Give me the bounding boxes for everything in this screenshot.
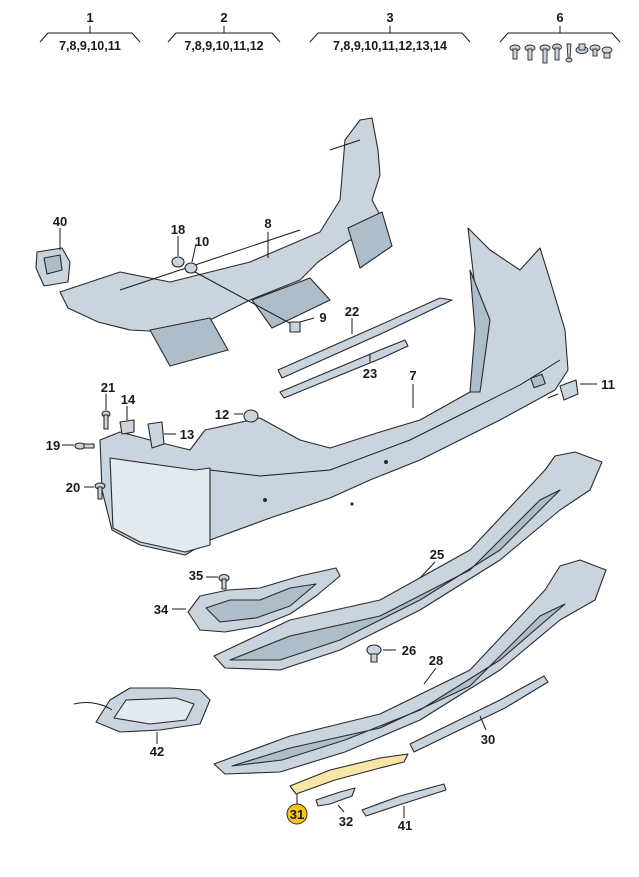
callout-35: 35 — [189, 568, 203, 583]
clip-icon — [565, 43, 573, 63]
callout-41: 41 — [398, 818, 412, 833]
bolt-icon — [552, 43, 562, 61]
callout-40: 40 — [53, 214, 67, 229]
kit-bracket — [39, 26, 141, 43]
part-40-bracket[interactable]: 40 — [35, 214, 71, 287]
nut-icon — [575, 43, 589, 54]
callout-25: 25 — [430, 547, 444, 562]
callout-8: 8 — [264, 216, 271, 231]
part-26-clip[interactable]: 26 — [366, 643, 416, 663]
callout-20: 20 — [66, 480, 80, 495]
callout-23: 23 — [363, 366, 377, 381]
callout-14: 14 — [121, 392, 136, 407]
part-42-exhaust-trim[interactable]: 42 — [73, 687, 211, 759]
callout-30: 30 — [481, 732, 495, 747]
part-12-grommet[interactable]: 12 — [215, 407, 259, 423]
callout-12: 12 — [215, 407, 229, 422]
callout-18: 18 — [171, 222, 185, 237]
callout-31: 31 — [290, 807, 304, 822]
callout-11: 11 — [601, 377, 615, 392]
callout-42: 42 — [150, 744, 164, 759]
part-9-clip[interactable]: 9 — [194, 271, 327, 333]
part-8-impact-carrier[interactable]: 8 — [59, 117, 393, 367]
callout-21: 21 — [101, 380, 115, 395]
part-7-bumper-cover[interactable]: 7 — [99, 227, 569, 556]
part-14-clip[interactable]: 14 — [119, 392, 136, 435]
screw-icon — [524, 44, 536, 61]
header-kit-3[interactable]: 3 7,8,9,10,11,12,13,14 — [309, 10, 471, 53]
nut-icon — [601, 46, 613, 59]
kit-number: 1 — [86, 10, 93, 25]
part-20-screw[interactable]: 20 — [66, 480, 106, 500]
part-35-screw[interactable]: 35 — [189, 568, 230, 590]
header-kit-6[interactable]: 6 — [499, 10, 621, 64]
part-22-seal-strip[interactable]: 22 — [277, 297, 453, 379]
part-23-trim-strip[interactable]: 23 — [279, 339, 409, 399]
screw-icon — [539, 44, 551, 64]
callout-34: 34 — [154, 602, 169, 617]
fastener-icons — [509, 43, 613, 64]
kit-number: 2 — [220, 10, 227, 25]
kit-number: 6 — [556, 10, 563, 25]
callout-9: 9 — [319, 310, 326, 325]
part-41-trim[interactable]: 41 — [361, 783, 447, 833]
header-kit-2[interactable]: 2 7,8,9,10,11,12 — [167, 10, 281, 53]
kit-contents: 7,8,9,10,11,12 — [184, 39, 263, 53]
part-10-grommet[interactable]: 10 — [184, 234, 209, 274]
kit-bracket — [499, 26, 621, 43]
rivet-icon — [589, 44, 601, 57]
callout-22: 22 — [345, 304, 359, 319]
bolt-icon — [509, 44, 521, 60]
part-25-diffuser[interactable]: 25 — [213, 451, 603, 671]
kit-bracket — [167, 26, 281, 43]
callout-19: 19 — [46, 438, 60, 453]
part-13-bracket[interactable]: 13 — [147, 421, 194, 449]
highlight-badge — [286, 803, 308, 825]
part-30-trim-strip[interactable]: 30 — [409, 675, 549, 753]
part-31-reinforcement[interactable]: 31 — [286, 753, 409, 825]
callout-7: 7 — [409, 368, 416, 383]
part-34-bracket[interactable]: 34 — [154, 567, 341, 633]
header-kit-1[interactable]: 1 7,8,9,10,11 — [39, 10, 141, 53]
part-21-bolt[interactable]: 21 — [101, 380, 115, 430]
kit-contents: 7,8,9,10,11,12,13,14 — [333, 39, 447, 53]
part-19-screw[interactable]: 19 — [46, 438, 95, 453]
kit-contents: 7,8,9,10,11 — [59, 39, 121, 53]
callout-32: 32 — [339, 814, 353, 829]
callout-26: 26 — [402, 643, 416, 658]
callout-10: 10 — [195, 234, 209, 249]
part-18-nut[interactable]: 18 — [171, 222, 185, 268]
callout-13: 13 — [180, 427, 194, 442]
kit-number: 3 — [386, 10, 393, 25]
part-32-bracket[interactable]: 32 — [315, 787, 356, 829]
callout-28: 28 — [429, 653, 443, 668]
kit-bracket — [309, 26, 471, 43]
part-11-cap[interactable]: 11 — [547, 377, 615, 401]
part-28-lower-diffuser[interactable]: 28 — [213, 559, 607, 775]
